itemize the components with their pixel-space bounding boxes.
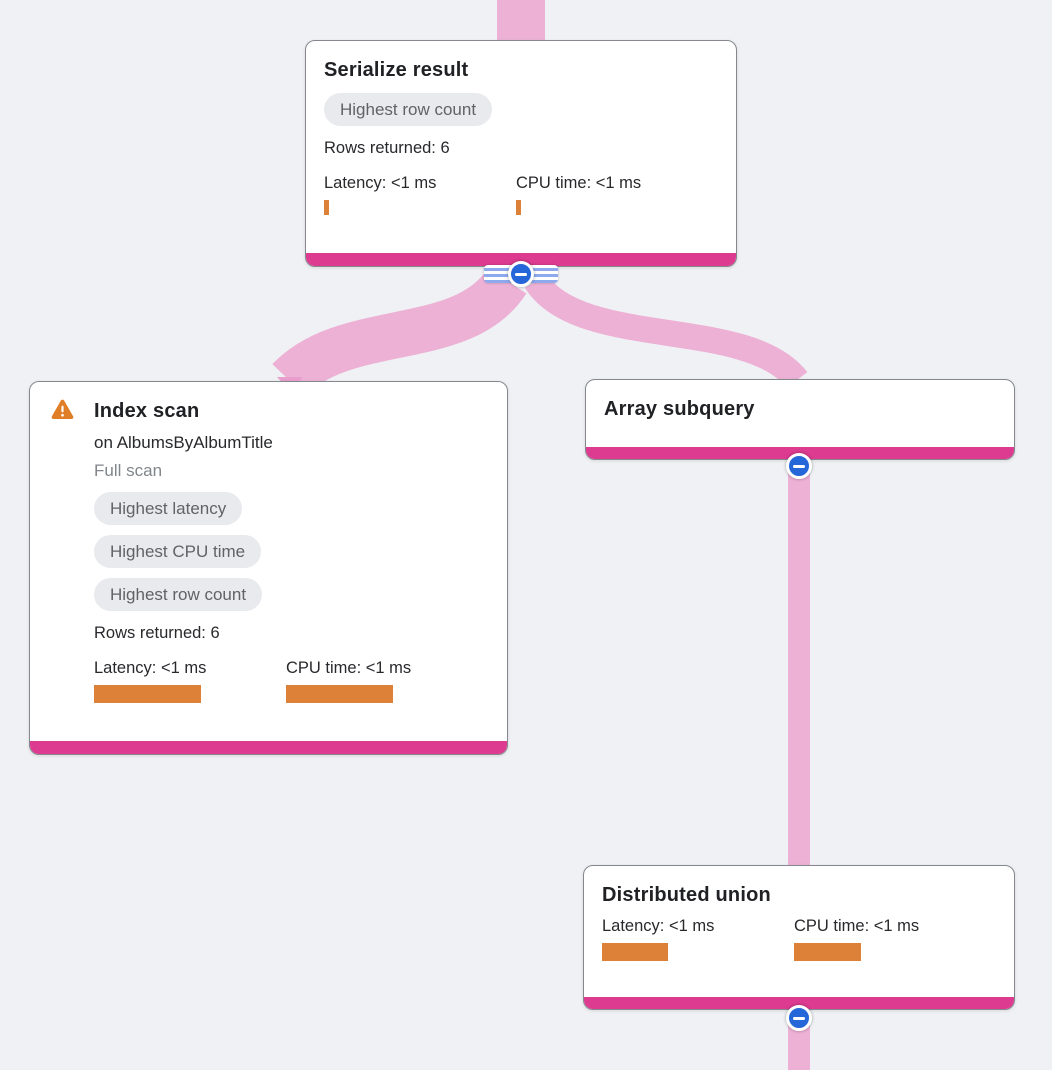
cpu-metric: CPU time: <1 ms	[794, 916, 986, 961]
node-serialize-result-body: Serialize result Highest row count Rows …	[306, 41, 736, 230]
node-accent-bar	[306, 253, 736, 266]
edge-serialize-to-array-subquery	[524, 273, 808, 389]
node-array-subquery-body: Array subquery	[586, 380, 1014, 438]
latency-bar	[94, 685, 201, 703]
minus-icon	[793, 1016, 805, 1020]
metrics-row: Latency: <1 ms CPU time: <1 ms	[94, 658, 489, 703]
latency-bar	[602, 943, 668, 961]
latency-label: Latency: <1 ms	[602, 917, 715, 935]
node-accent-bar	[584, 997, 1014, 1009]
node-title: Serialize result	[324, 59, 469, 81]
scan-type-label: Full scan	[94, 461, 163, 480]
collapse-button-array-subquery[interactable]	[786, 453, 812, 479]
node-array-subquery[interactable]: Array subquery	[585, 379, 1015, 460]
badge-highest-cpu-time: Highest CPU time	[94, 535, 262, 568]
badge-highest-latency: Highest latency	[94, 492, 243, 525]
metrics-row: Latency: <1 ms CPU time: <1 ms	[602, 916, 996, 961]
collapse-button-distributed-union[interactable]	[786, 1005, 812, 1031]
badge-list: Highest latency Highest CPU time Highest…	[94, 492, 489, 611]
badge-list: Highest row count	[324, 93, 718, 126]
edge-serialize-to-index-scan	[272, 267, 527, 397]
warning-icon	[51, 399, 74, 420]
rows-returned: Rows returned: 6	[324, 139, 450, 157]
latency-bar	[324, 200, 329, 215]
node-serialize-result[interactable]: Serialize result Highest row count Rows …	[305, 40, 737, 267]
node-accent-bar	[30, 741, 507, 754]
minus-icon	[793, 464, 805, 468]
cpu-bar	[794, 943, 861, 961]
node-index-scan[interactable]: Index scan on AlbumsByAlbumTitle Full sc…	[29, 381, 508, 755]
badge-highest-row-count: Highest row count	[324, 93, 493, 126]
cpu-metric: CPU time: <1 ms	[516, 173, 708, 215]
collapse-circle	[508, 261, 534, 287]
cpu-label: CPU time: <1 ms	[516, 174, 642, 192]
rows-returned: Rows returned: 6	[94, 624, 220, 642]
node-subtitle: on AlbumsByAlbumTitle	[94, 433, 273, 452]
node-title: Distributed union	[602, 884, 771, 906]
node-index-scan-body: Index scan on AlbumsByAlbumTitle Full sc…	[30, 382, 507, 718]
cpu-metric: CPU time: <1 ms	[286, 658, 478, 703]
node-distributed-union-body: Distributed union Latency: <1 ms CPU tim…	[584, 866, 1014, 976]
latency-metric: Latency: <1 ms	[324, 173, 516, 215]
cpu-label: CPU time: <1 ms	[794, 917, 920, 935]
latency-metric: Latency: <1 ms	[602, 916, 794, 961]
badge-highest-row-count: Highest row count	[94, 578, 263, 611]
cpu-bar	[286, 685, 393, 703]
latency-label: Latency: <1 ms	[324, 174, 437, 192]
metrics-row: Latency: <1 ms CPU time: <1 ms	[324, 173, 718, 215]
node-title: Index scan	[94, 400, 200, 422]
latency-label: Latency: <1 ms	[94, 659, 207, 677]
node-title: Array subquery	[604, 398, 755, 420]
node-distributed-union[interactable]: Distributed union Latency: <1 ms CPU tim…	[583, 865, 1015, 1010]
cpu-bar	[516, 200, 521, 215]
minus-icon	[515, 272, 527, 276]
cpu-label: CPU time: <1 ms	[286, 659, 412, 677]
latency-metric: Latency: <1 ms	[94, 658, 286, 703]
collapse-button-serialize-result[interactable]	[508, 261, 534, 287]
